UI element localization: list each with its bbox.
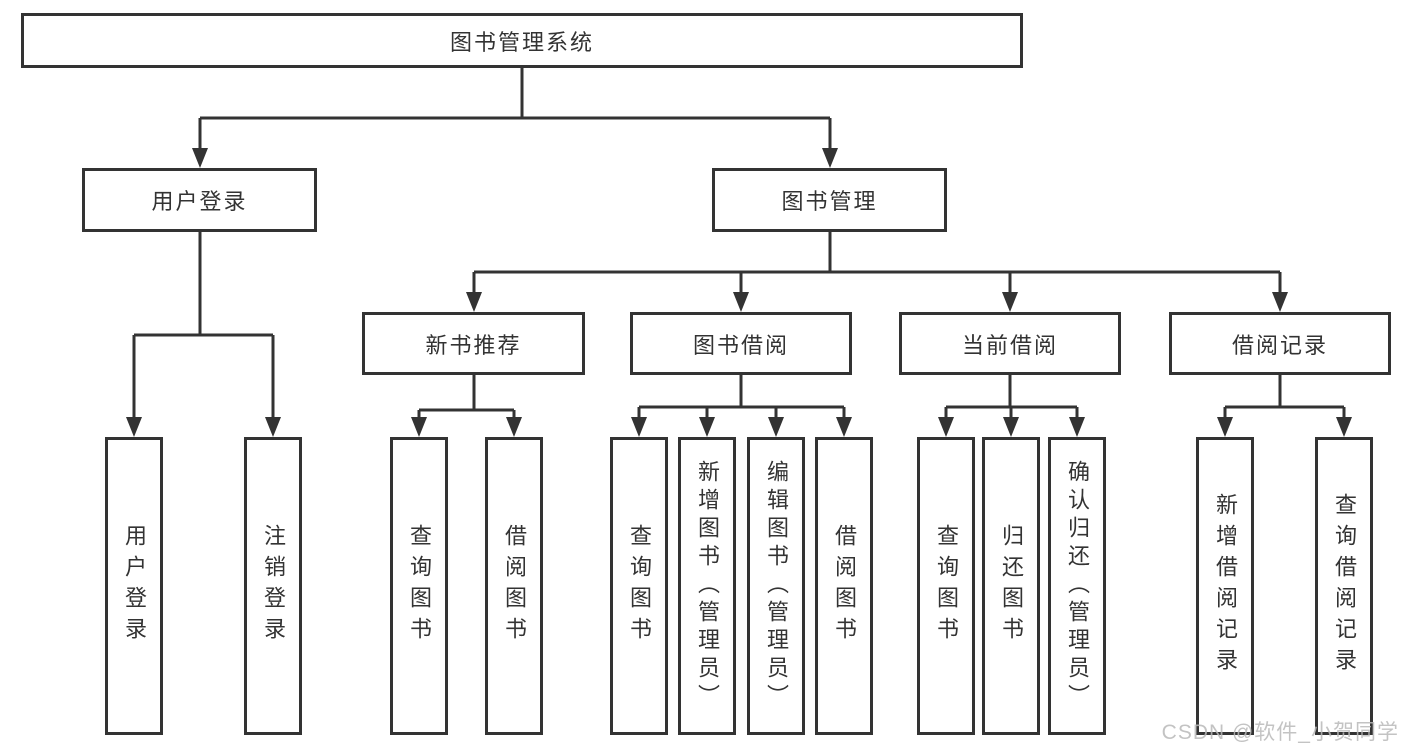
leaf-confirm-return-admin: 确认归还（管理员）	[1048, 437, 1106, 735]
leaf-label: 借阅图书	[502, 524, 527, 648]
csdn-watermark: CSDN @软件_小贺同学	[1161, 721, 1399, 744]
node-new-book-recommend: 新书推荐	[362, 312, 585, 375]
leaf-label: 确认归还（管理员）	[1065, 460, 1090, 712]
node-book-management: 图书管理	[712, 168, 947, 232]
leaf-label: 查询图书	[627, 524, 652, 648]
leaf-label: 新增借阅记录	[1213, 493, 1238, 679]
leaf-borrow-books: 借阅图书	[815, 437, 873, 735]
leaf-label: 注销登录	[261, 524, 286, 648]
node-book-borrow: 图书借阅	[630, 312, 852, 375]
node-library-management-system: 图书管理系统	[21, 13, 1023, 68]
leaf-add-borrow-record: 新增借阅记录	[1196, 437, 1254, 735]
leaf-edit-books-admin: 编辑图书（管理员）	[747, 437, 805, 735]
node-borrow-records: 借阅记录	[1169, 312, 1391, 375]
leaf-label: 新增图书（管理员）	[695, 460, 720, 712]
leaf-label: 用户登录	[122, 524, 147, 648]
leaf-label: 查询图书	[934, 524, 959, 648]
leaf-label: 借阅图书	[832, 524, 857, 648]
leaf-label: 查询图书	[407, 524, 432, 648]
leaf-label: 查询借阅记录	[1332, 493, 1357, 679]
leaf-query-books-recommend: 查询图书	[390, 437, 448, 735]
leaf-label: 归还图书	[999, 524, 1024, 648]
leaf-query-borrow-record: 查询借阅记录	[1315, 437, 1373, 735]
leaf-return-books: 归还图书	[982, 437, 1040, 735]
leaf-user-login: 用户登录	[105, 437, 163, 735]
node-user-login: 用户登录	[82, 168, 317, 232]
leaf-add-books-admin: 新增图书（管理员）	[678, 437, 736, 735]
leaf-borrow-books-recommend: 借阅图书	[485, 437, 543, 735]
leaf-query-books-borrow: 查询图书	[610, 437, 668, 735]
leaf-logout: 注销登录	[244, 437, 302, 735]
leaf-query-books-current: 查询图书	[917, 437, 975, 735]
node-current-borrow: 当前借阅	[899, 312, 1121, 375]
leaf-label: 编辑图书（管理员）	[764, 460, 789, 712]
